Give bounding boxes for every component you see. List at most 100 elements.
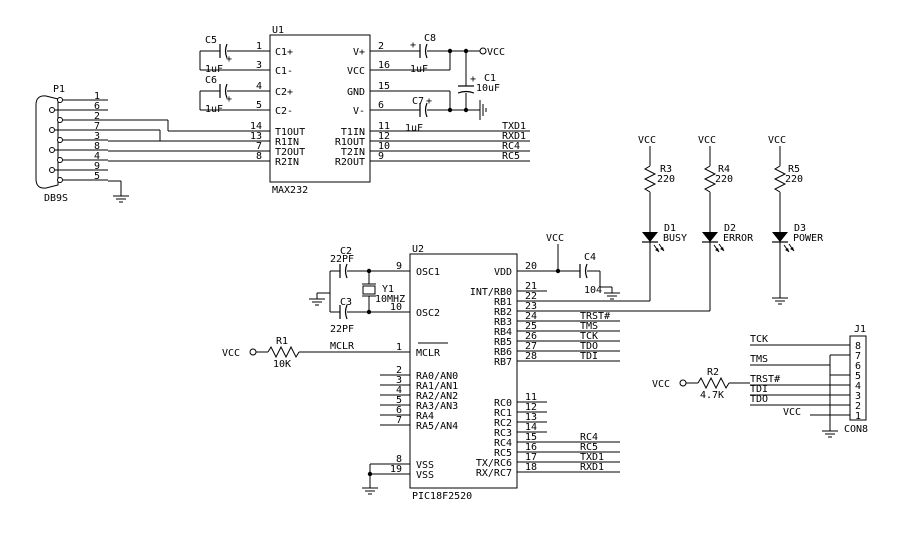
d3-label: POWER [793,233,824,244]
u2-pin-label: RC1 [494,408,512,419]
c5-ref: C5 [205,35,217,46]
u1-pin-label: R2IN [275,157,299,168]
c8-ref: C8 [424,33,436,44]
y1-value: 10MHZ [375,294,405,305]
c1-ref: C1 [484,73,496,84]
u2-pin-num: 14 [525,422,537,433]
u2-pin-label: RA5/AN4 [416,421,458,432]
u2-pin-label: RA0/AN0 [416,371,458,382]
r3-ref: R3 [660,164,672,175]
r2-ref: R2 [707,367,719,378]
u2-body [409,253,518,489]
j1-body [849,335,867,421]
pic18f2520-u2: U2 PIC18F2520 9OSC110OSC21MCLR2RA0/AN03R… [390,244,537,502]
u2-net-label: TDO [580,341,598,352]
u1-pin-num: 12 [378,131,390,142]
db9-wiring [108,119,240,203]
u2-net-label: TXD1 [580,452,604,463]
u2-pin-label: RB2 [494,307,512,318]
u2-pin-num: 21 [525,281,537,292]
db9-pin-socket [49,167,55,173]
u2-pin-num: 11 [525,392,537,403]
u1-pin-label: T1OUT [275,127,305,138]
r5-ref: R5 [788,164,800,175]
mclr-net: MCLR [330,341,355,352]
u2-pin-label: RC0 [494,398,512,409]
vdd-vcc-label: VCC [546,233,564,244]
u1-pin-num: 4 [256,81,262,92]
u2-pin-label: RC5 [494,448,512,459]
u2-pin-num: 12 [525,402,537,413]
r2-vcc-label: VCC [652,379,670,390]
u2-pin-num: 27 [525,341,537,352]
j1-ref: J1 [854,324,866,335]
db9-pin-socket [49,127,55,133]
d2-ref: D2 [724,223,736,234]
ground-u1 [479,100,487,120]
u2-pin-num: 7 [396,415,402,426]
resistor-r1: VCC R1 10K MCLR [222,336,410,370]
u1-pin-num: 9 [378,151,384,162]
u2-pin-num: 15 [525,432,537,443]
capacitor-c6: C6 1uF + [199,75,240,115]
u1-pin-num: 7 [256,141,262,152]
u1-net-rc4: RC4 [502,141,520,152]
c5-plus: + [226,54,232,65]
led-busy-circuit: VCC R3 220 D1 BUSY [638,135,687,301]
u1-pin-label: C2- [275,106,293,117]
crystal-y1 [362,285,376,295]
j1-pin-num: 2 [855,401,861,412]
u1-pin-num: 3 [256,60,262,71]
u2-pin-num: 2 [396,365,402,376]
j1-net-trst: TRST# [750,374,780,385]
u2-pin-label: RB7 [494,357,512,368]
capacitor-c7: C7 1uF + [400,96,480,134]
db9-pin-socket [57,157,63,163]
u1-pin-num: 5 [256,100,262,111]
r1-value: 10K [273,359,291,370]
u1-pin-num: 14 [250,121,262,132]
c6-plus: + [226,94,232,105]
oscillator-circuit: C2 22PF C3 22PF Y1 10MHZ [308,246,410,335]
vdd-decoupling: VCC C4 104 [517,233,621,300]
r3-value: 220 [657,174,675,185]
u1-pin-num: 16 [378,60,390,71]
c2-ref: C2 [340,246,352,257]
db9-pin-num: 5 [94,171,100,182]
u2-pin-label: OSC2 [416,308,440,319]
u2-pin-label: VSS [416,470,434,481]
led2-vcc-label: VCC [698,135,716,146]
u2-pin-num: 13 [525,412,537,423]
u1-pin-label: R1OUT [335,137,365,148]
u1-part: MAX232 [272,185,308,196]
r4-value: 220 [715,174,733,185]
u2-pin-label: RX/RC7 [476,468,512,479]
u1-pin-label: V+ [353,47,365,58]
vss-ground [361,463,410,495]
u1-pin-num: 15 [378,81,390,92]
u2-pin-num: 23 [525,301,537,312]
u2-pin-num: 4 [396,385,402,396]
c1-value: 10uF [476,83,500,94]
u2-pin-label: RA3/AN3 [416,401,458,412]
resistor-r2: VCC R2 4.7K [652,367,750,401]
u2-right-stubs [517,290,710,473]
c4-value: 104 [584,285,602,296]
j1-pin-num: 3 [855,391,861,402]
j1-pin-num: 7 [855,351,861,362]
u2-pin-label: OSC1 [416,267,440,278]
c1-plus: + [470,74,476,85]
j1-wiring: TCK TMS TRST# TDI TDO VCC [750,334,850,438]
u2-part: PIC18F2520 [412,491,472,502]
u1-pin-stubs [240,50,530,162]
u2-pin-label: RA1/AN1 [416,381,458,392]
u2-pin-label: INT/RB0 [470,287,512,298]
db9-pin-socket [49,147,55,153]
j1-net-tck: TCK [750,334,768,345]
c5-value: 1uF [205,64,223,75]
u2-pins: 9OSC110OSC21MCLR2RA0/AN03RA1/AN14RA2/AN2… [390,261,537,481]
capacitor-c8: C8 1uF + [400,33,480,75]
u2-pin-num: 17 [525,452,537,463]
u1-pin-num: 8 [256,151,262,162]
